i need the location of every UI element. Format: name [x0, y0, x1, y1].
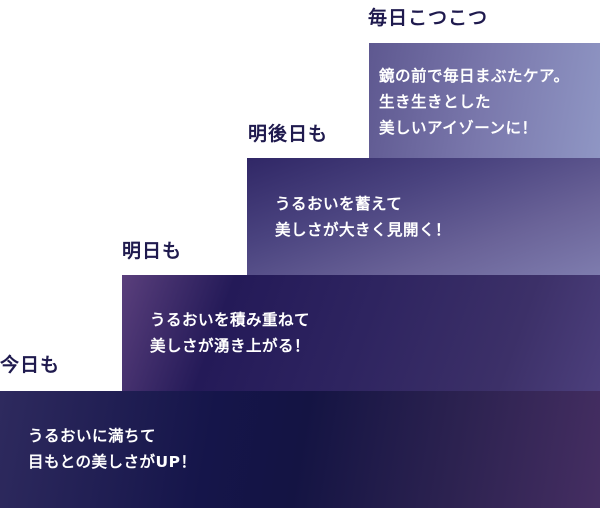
step-tomorrow-text: うるおいを積み重ねて 美しさが湧き上がる！ — [150, 307, 310, 359]
step-today-text: うるおいに満ちて 目もとの美しさがUP！ — [28, 423, 196, 475]
label-today: 今日も — [0, 354, 61, 376]
label-day-after: 明後日も — [248, 123, 329, 145]
label-everyday: 毎日こつこつ — [368, 7, 489, 29]
step-day-after-line2: 美しさが大きく見開く！ — [275, 221, 452, 239]
label-tomorrow: 明日も — [122, 240, 183, 262]
step-everyday: 鏡の前で毎日まぶたケア。 生き生きとした 美しいアイゾーンに！ — [369, 43, 600, 158]
step-day-after-line1: うるおいを蓄えて — [275, 195, 403, 213]
step-today-line1: うるおいに満ちて — [28, 427, 157, 445]
step-today: うるおいに満ちて 目もとの美しさがUP！ — [0, 391, 600, 508]
step-tomorrow-line1: うるおいを積み重ねて — [150, 311, 311, 329]
step-day-after: うるおいを蓄えて 美しさが大きく見開く！ — [247, 158, 600, 275]
step-everyday-line2: 生き生きとした — [379, 93, 492, 111]
step-day-after-text: うるおいを蓄えて 美しさが大きく見開く！ — [275, 191, 451, 243]
step-everyday-line1: 鏡の前で毎日まぶたケア。 — [379, 67, 570, 85]
step-everyday-text: 鏡の前で毎日まぶたケア。 生き生きとした 美しいアイゾーンに！ — [379, 63, 569, 141]
step-tomorrow-line2: 美しさが湧き上がる！ — [150, 337, 311, 355]
step-tomorrow: うるおいを積み重ねて 美しさが湧き上がる！ — [122, 275, 600, 391]
step-everyday-line3: 美しいアイゾーンに！ — [379, 119, 538, 137]
step-today-line2: 目もとの美しさがUP！ — [28, 453, 197, 471]
